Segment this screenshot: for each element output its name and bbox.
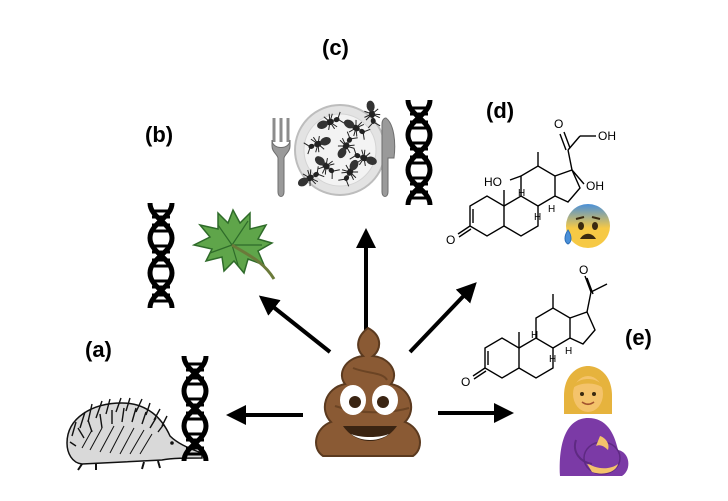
knife-icon xyxy=(381,117,396,197)
chem-h-prog-2: H xyxy=(531,330,538,341)
leaf-icon xyxy=(191,208,276,280)
chem-o-left: O xyxy=(446,233,455,247)
chem-oh-right: OH xyxy=(586,179,604,193)
pregnant-woman-icon xyxy=(559,366,629,476)
panel-label-b: (b) xyxy=(145,122,173,147)
chem-o-prog-top: O xyxy=(579,263,588,277)
panel-label-a: (a) xyxy=(85,337,112,362)
arrow-to-d xyxy=(408,282,477,354)
chem-h-prog-1: H xyxy=(549,354,556,365)
panel-label-e: (e) xyxy=(625,325,652,350)
arrow-to-b xyxy=(258,295,332,354)
arrows xyxy=(226,228,514,425)
chem-o-prog-left: O xyxy=(461,375,470,389)
chem-o-top: O xyxy=(554,117,563,131)
dna-icon-a xyxy=(184,356,206,461)
plate-with-ants-icon xyxy=(293,98,386,196)
chem-h-3: H xyxy=(548,204,555,215)
chem-h-2: H xyxy=(518,188,525,199)
chem-h-1: H xyxy=(534,212,541,223)
anxious-face-icon xyxy=(564,204,610,248)
panel-label-d: (d) xyxy=(486,98,514,123)
cortisol-structure-icon: OH O OH HO O H H H xyxy=(446,117,616,247)
chem-oh-top: OH xyxy=(598,129,616,143)
echidna-icon xyxy=(66,397,203,471)
fork-icon xyxy=(271,118,291,197)
dna-icon-b xyxy=(150,203,172,308)
panel-label-c: (c) xyxy=(322,35,349,60)
chem-h-prog-3: H xyxy=(565,346,572,357)
chem-ho-left: HO xyxy=(484,175,502,189)
dna-icon-c xyxy=(408,100,430,205)
smiling-poop-icon xyxy=(315,326,421,457)
progesterone-structure-icon: O O H H H xyxy=(461,263,608,389)
